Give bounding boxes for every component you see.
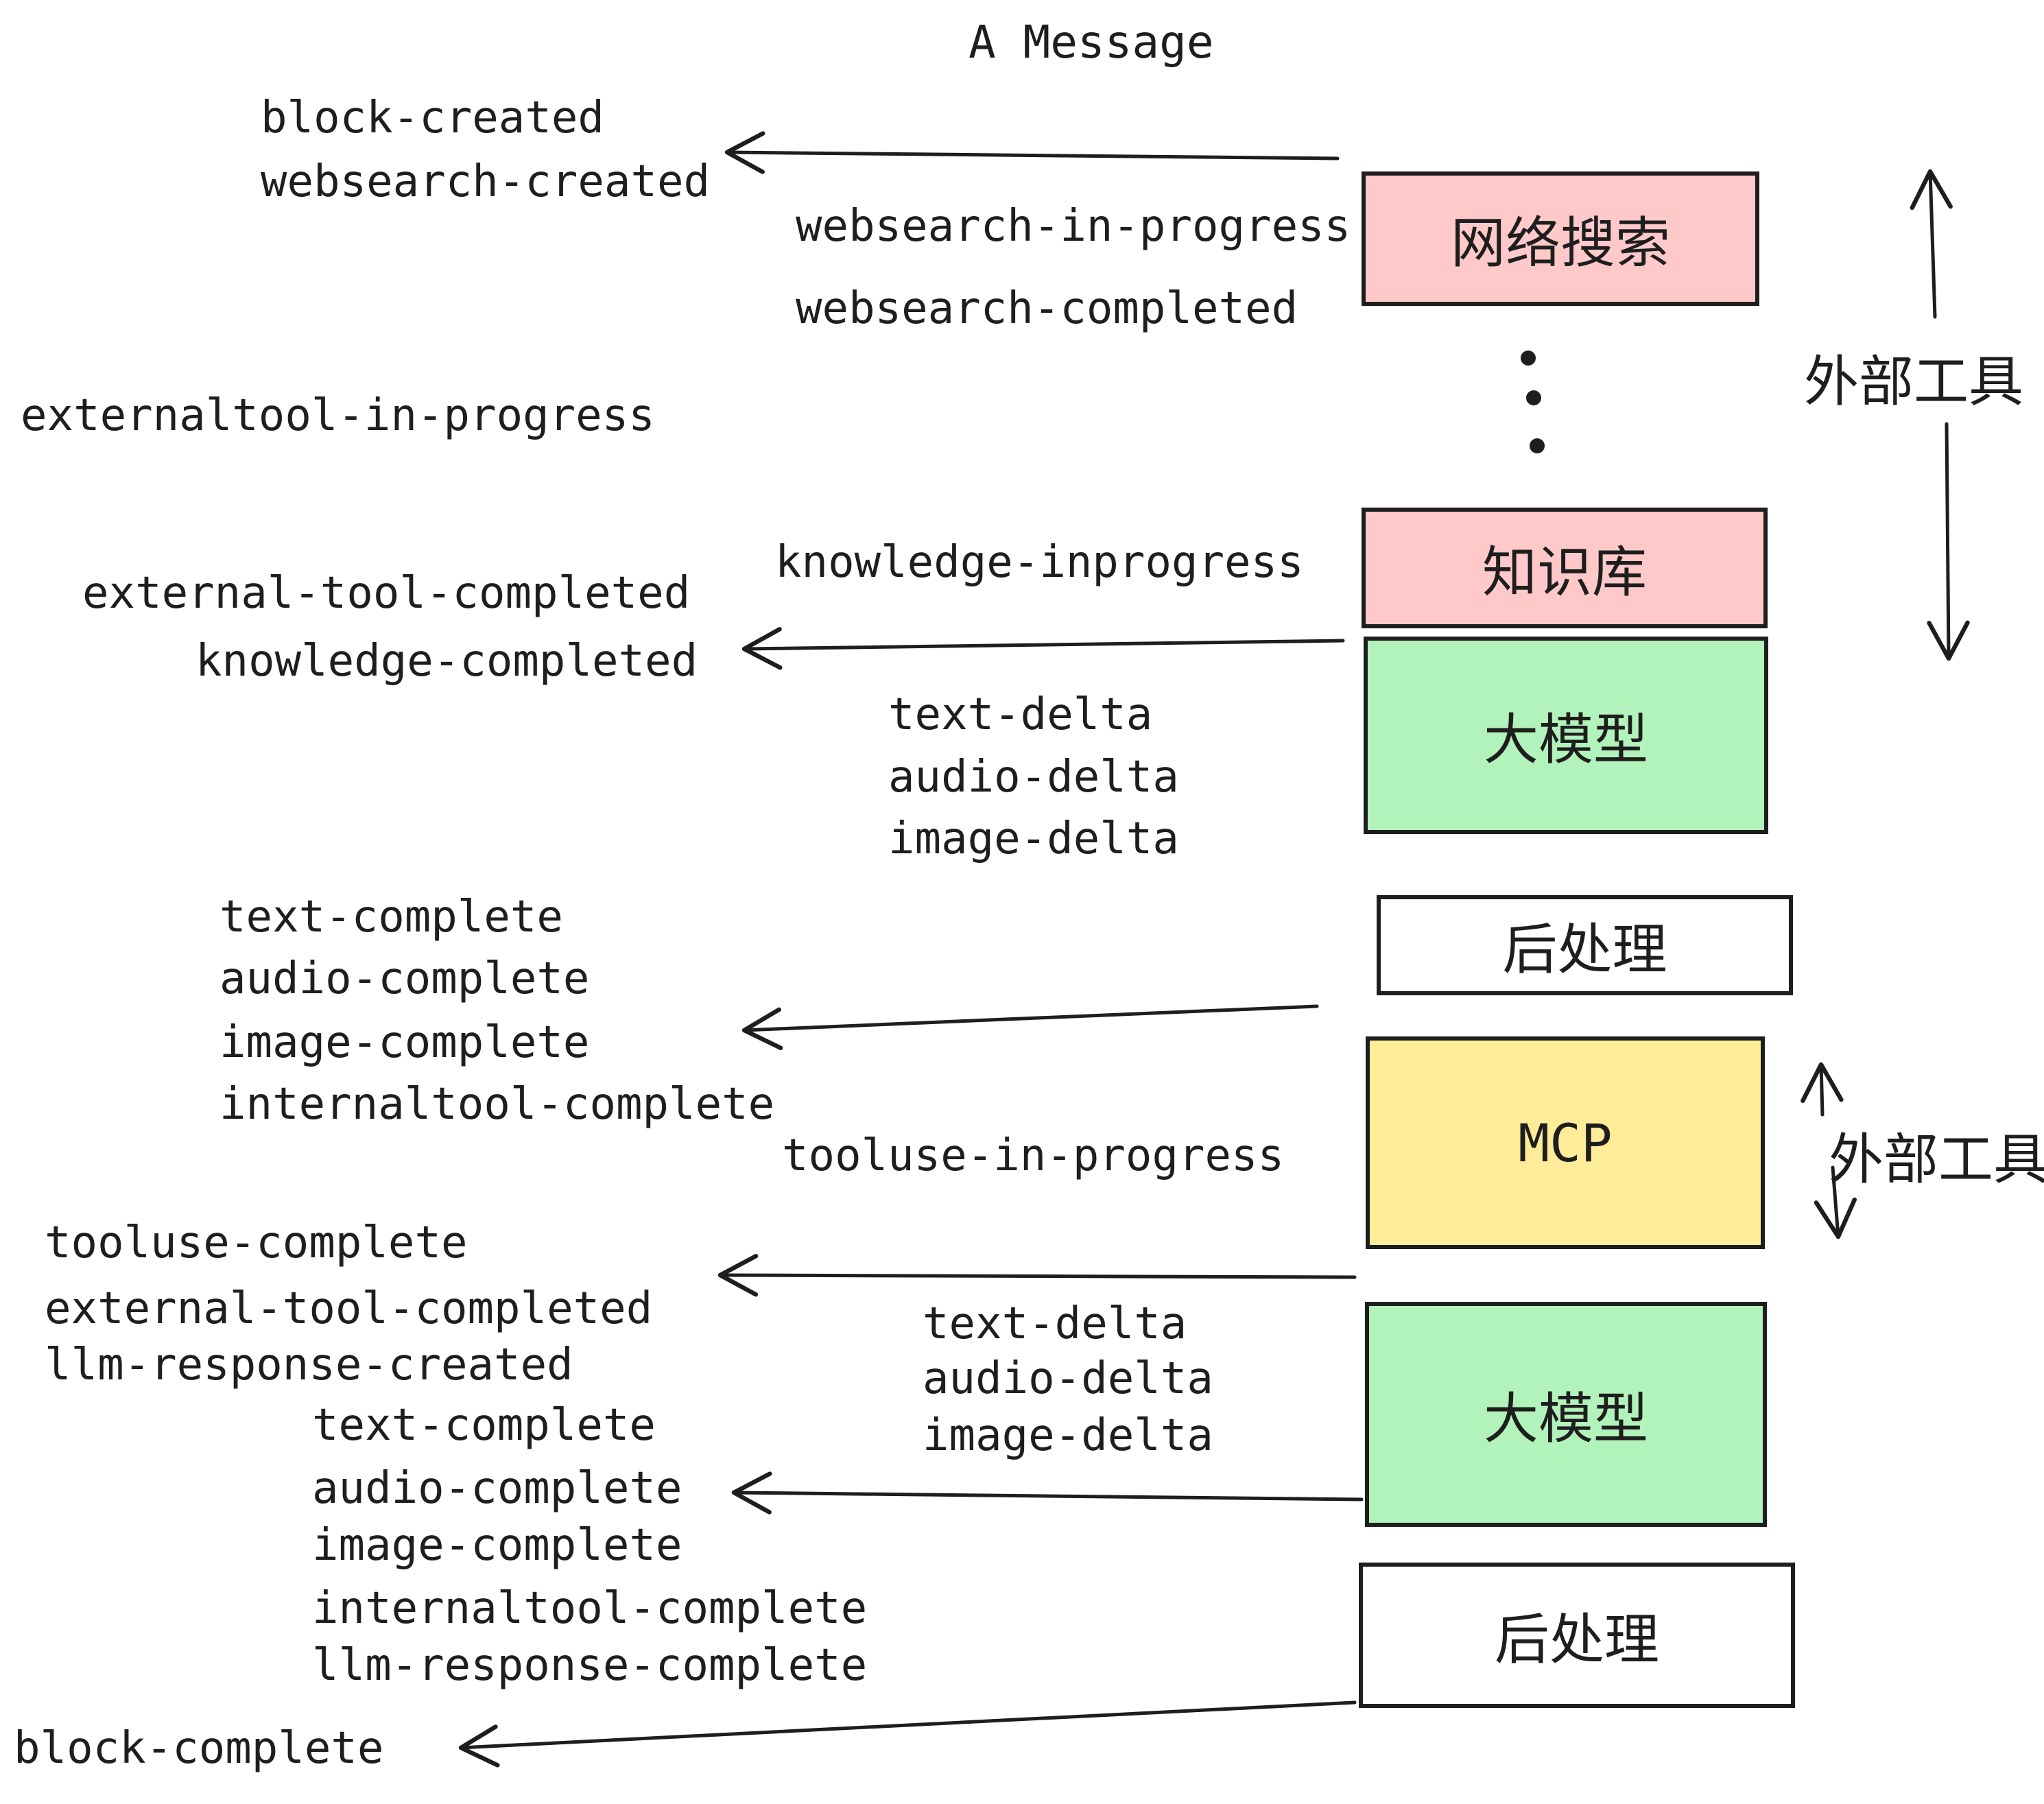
box-mcp: MCP — [1366, 1036, 1765, 1249]
box-mcp-label: MCP — [1518, 1112, 1613, 1174]
event-websearch-created: websearch-created — [261, 156, 711, 207]
event-internaltool-complete-2: internaltool-complete — [312, 1583, 868, 1634]
event-text-delta-1: text-delta — [888, 689, 1153, 740]
event-external-tool-completed-1: external-tool-completed — [82, 568, 691, 619]
box-knowledge-label: 知识库 — [1482, 541, 1647, 604]
event-knowledge-completed: knowledge-completed — [195, 636, 698, 687]
event-llm-response-created: llm-response-created — [45, 1340, 573, 1390]
external-tools-top-up-arrow — [1910, 169, 1953, 319]
event-audio-delta-1: audio-delta — [888, 752, 1179, 803]
box-llm-2: 大模型 — [1365, 1302, 1767, 1527]
event-external-tool-completed-2: external-tool-completed — [45, 1283, 653, 1334]
box-llm-2-label: 大模型 — [1484, 1387, 1648, 1451]
box-postprocess-2: 后处理 — [1359, 1563, 1795, 1708]
box-llm-1-label: 大模型 — [1484, 708, 1648, 772]
event-audio-delta-2: audio-delta — [923, 1353, 1213, 1404]
vertical-ellipsis-icon — [1521, 351, 1545, 453]
event-block-complete: block-complete — [14, 1723, 384, 1774]
event-text-complete-2: text-complete — [312, 1400, 656, 1451]
event-audio-complete-2: audio-complete — [312, 1463, 682, 1514]
event-tooluse-complete: tooluse-complete — [45, 1218, 468, 1268]
event-image-complete-1: image-complete — [219, 1017, 590, 1068]
box-websearch-label: 网络搜索 — [1451, 211, 1670, 275]
arrow-knowledge-completed — [741, 627, 1345, 670]
box-llm-1: 大模型 — [1364, 637, 1768, 834]
event-image-complete-2: image-complete — [312, 1520, 682, 1571]
arrow-audio-complete-2 — [731, 1471, 1364, 1515]
external-tools-label-bottom: 外部工具 — [1829, 1128, 2044, 1191]
event-internaltool-complete-1: internaltool-complete — [219, 1079, 775, 1130]
event-image-delta-1: image-delta — [888, 814, 1179, 864]
box-postprocess-2-label: 后处理 — [1495, 1608, 1659, 1672]
arrow-internal-complete-1 — [741, 1004, 1319, 1050]
event-block-created: block-created — [261, 93, 604, 143]
event-knowledge-inprogress: knowledge-inprogress — [775, 537, 1304, 588]
event-llm-response-complete: llm-response-complete — [312, 1640, 868, 1691]
external-tools-label-top: 外部工具 — [1804, 350, 2023, 414]
event-text-complete-1: text-complete — [219, 892, 563, 942]
box-postprocess-1: 后处理 — [1377, 895, 1793, 995]
event-externaltool-in-progress: externaltool-in-progress — [21, 390, 655, 441]
arrow-block-complete — [458, 1700, 1357, 1768]
event-websearch-completed: websearch-completed — [796, 283, 1298, 334]
external-tools-bottom-down-arrow — [1814, 1165, 1857, 1239]
event-audio-complete-1: audio-complete — [219, 953, 590, 1004]
box-postprocess-1-label: 后处理 — [1502, 918, 1667, 982]
external-tools-top-down-arrow — [1927, 422, 1970, 661]
event-tooluse-in-progress: tooluse-in-progress — [782, 1130, 1285, 1181]
event-text-delta-2: text-delta — [923, 1298, 1187, 1349]
arrow-websearch-created — [724, 131, 1340, 174]
event-image-delta-2: image-delta — [923, 1410, 1213, 1461]
external-tools-bottom-up-arrow — [1801, 1062, 1844, 1117]
event-websearch-in-progress: websearch-in-progress — [796, 201, 1351, 252]
diagram-title: A Message — [968, 16, 1214, 69]
arrow-tooluse-complete — [717, 1253, 1357, 1297]
box-websearch: 网络搜索 — [1362, 171, 1759, 306]
box-knowledge: 知识库 — [1362, 508, 1768, 628]
